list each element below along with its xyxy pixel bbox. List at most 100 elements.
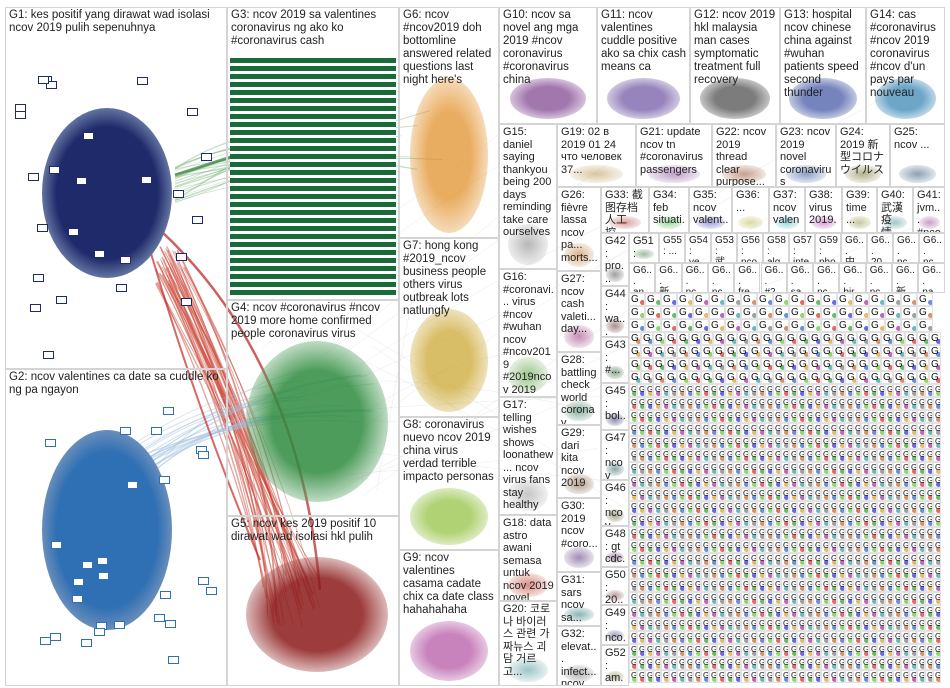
tiny-group: G [773, 462, 781, 475]
group-g6: G6: ncov #ncov2019 doh bottomline answer… [399, 7, 499, 238]
tiny-group: G [749, 605, 757, 618]
small-group-label: G6... an... [633, 265, 652, 293]
tiny-group: G [773, 631, 781, 644]
tiny-group: G [821, 514, 829, 527]
tiny-group: G [805, 553, 813, 566]
small-group-label: G58: alg... [767, 235, 786, 263]
tiny-group-label: G [835, 333, 843, 344]
tiny-group: G [893, 592, 901, 605]
group-g19: G19: 02 в 2019 01 24 что человек 37... [557, 124, 636, 187]
node-icon [187, 108, 198, 116]
tiny-group: G [797, 553, 805, 566]
tiny-group: G [901, 540, 909, 553]
tiny-group: G [757, 319, 773, 332]
tiny-group: G [917, 501, 925, 514]
tiny-group: G [837, 631, 845, 644]
tiny-group: G [933, 436, 941, 449]
tiny-group: G [733, 592, 741, 605]
tiny-group: G [837, 436, 845, 449]
tiny-group: G [701, 423, 709, 436]
tiny-group: G [813, 566, 821, 579]
tiny-group: G [813, 488, 821, 501]
tiny-group: G [829, 631, 837, 644]
tiny-group-label: G [935, 411, 941, 420]
tiny-group: G [917, 514, 925, 527]
tiny-group: G [829, 592, 837, 605]
tiny-group: G [749, 371, 761, 384]
tiny-group: G [845, 631, 853, 644]
tiny-group: G [905, 345, 917, 358]
tiny-group: G [765, 670, 773, 683]
tiny-group: G [701, 527, 709, 540]
tiny-group: G [717, 670, 725, 683]
group-label: G12: ncov 2019 hkl malaysia man cases sy… [694, 9, 777, 87]
tiny-group: G [725, 670, 733, 683]
tiny-group-label: G [679, 294, 687, 305]
node-icon [50, 633, 61, 641]
tiny-group: G [869, 423, 877, 436]
tiny-group: G [701, 449, 709, 462]
tiny-group: G [877, 397, 885, 410]
tiny-group: G [685, 657, 693, 670]
tiny-group: G [645, 436, 653, 449]
tiny-group: G [917, 436, 925, 449]
tiny-group-label: G [799, 359, 807, 370]
node-icon [120, 256, 131, 264]
node-icon [83, 132, 94, 140]
small-group-label: G54: ve... [689, 235, 708, 263]
tiny-group: G [725, 306, 741, 319]
tiny-group: G [645, 410, 653, 423]
tiny-group: G [821, 553, 829, 566]
node-icon [137, 77, 148, 85]
group-label: G16: #coronavi... virus #ncov #wuhan nco… [503, 271, 554, 397]
group-g28: G28: battling check world coronav... [557, 352, 601, 425]
tiny-group: G [881, 332, 893, 345]
tiny-group: G [925, 670, 933, 683]
tiny-group: G [677, 462, 685, 475]
tiny-group: G [853, 657, 861, 670]
group-label: G27: ncov cash valeti... day... [561, 273, 598, 336]
tiny-group: G [713, 358, 725, 371]
tiny-group: G [877, 540, 885, 553]
tiny-group: G [765, 462, 773, 475]
tiny-group: G [861, 436, 869, 449]
tiny-group: G [933, 618, 941, 631]
tiny-group: G [901, 449, 909, 462]
tiny-group: G [909, 410, 917, 423]
tiny-group-label: G [727, 346, 735, 357]
tiny-group: G [781, 423, 789, 436]
node-icon [198, 451, 209, 459]
tiny-group: G [765, 605, 773, 618]
tiny-group: G [929, 371, 941, 384]
tiny-group: G [669, 540, 677, 553]
group-label: G32: elevat... infect... ncov... [561, 628, 598, 686]
small-group: G6... 20... [867, 233, 893, 263]
tiny-group-label: G [895, 359, 903, 370]
tiny-group: G [773, 397, 781, 410]
tiny-group: G [701, 475, 709, 488]
tiny-group: G [693, 410, 701, 423]
tiny-group: G [861, 631, 869, 644]
tiny-group: G [733, 605, 741, 618]
group-label: G33: 截图存档 人工挖... [605, 189, 646, 233]
tiny-group: G [637, 566, 645, 579]
tiny-group-label: G [903, 294, 911, 305]
tiny-group: G [725, 410, 733, 423]
cluster-blob [564, 547, 593, 568]
tiny-group: G [765, 592, 773, 605]
group-g46: G46: ncov air... [601, 480, 629, 526]
group-label: G43: #... [605, 339, 626, 377]
tiny-group: G [813, 553, 821, 566]
tiny-group: G [645, 670, 653, 683]
tiny-group-label: G [935, 671, 941, 680]
small-group: G6... 中... [841, 233, 867, 263]
tiny-group: G [637, 644, 645, 657]
tiny-group: G [853, 423, 861, 436]
tiny-group: G [725, 514, 733, 527]
tiny-group-label: G [935, 554, 941, 563]
tiny-group: G [917, 605, 925, 618]
tiny-group: G [805, 566, 813, 579]
tiny-group-label: G [787, 346, 795, 357]
node-icon [160, 591, 171, 599]
tiny-group: G [805, 579, 813, 592]
